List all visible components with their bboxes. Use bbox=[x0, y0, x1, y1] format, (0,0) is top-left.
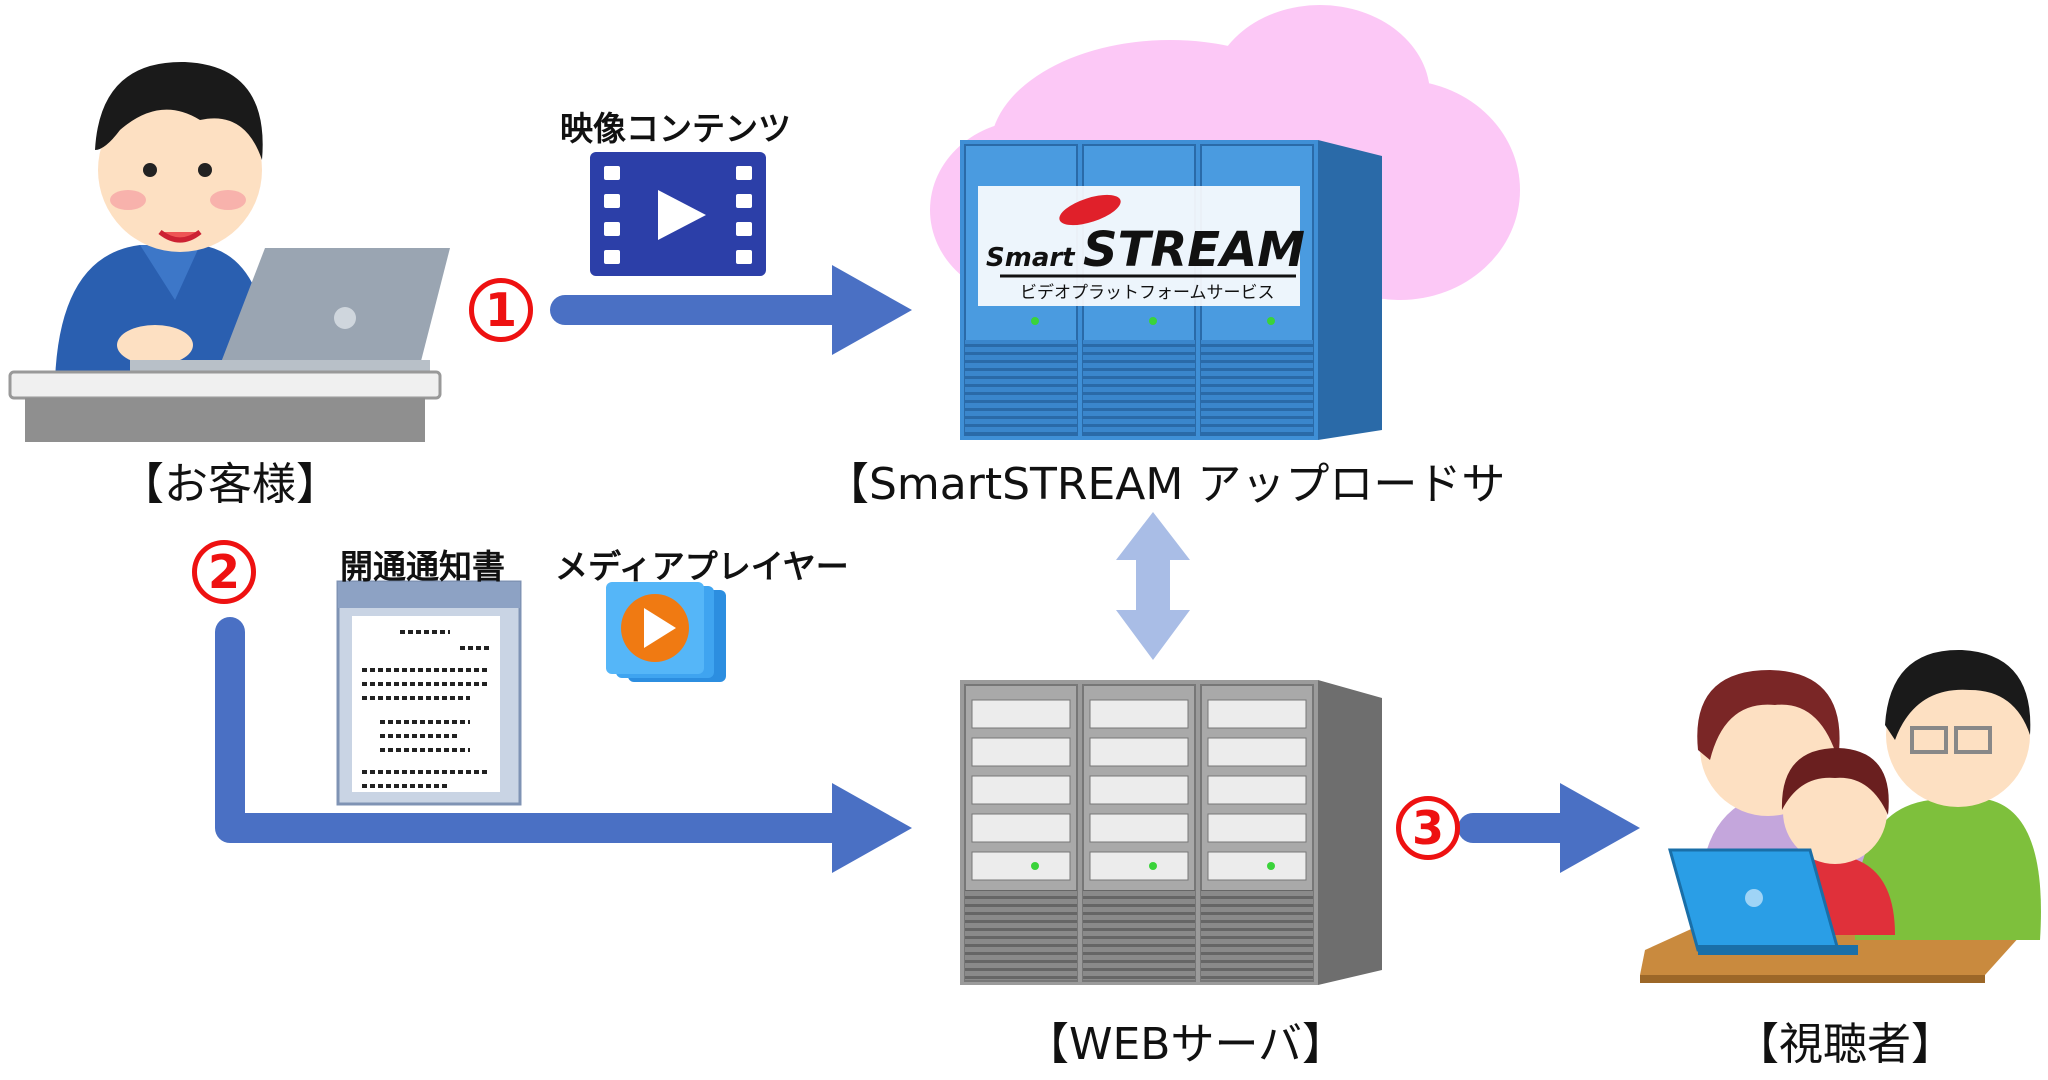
media-player-caption: メディアプレイヤー bbox=[555, 547, 849, 586]
viewers-family-icon bbox=[1640, 649, 2041, 983]
logo-smart-text: Smart bbox=[986, 243, 1076, 273]
web-server-caption: 【WEBサーバ】 bbox=[1025, 1019, 1325, 1068]
step2-arrow bbox=[215, 617, 912, 873]
document-icon bbox=[336, 580, 522, 806]
logo-stream-text: STREAM bbox=[1083, 222, 1305, 278]
step3-arrow bbox=[1458, 783, 1640, 873]
step-1-number: 1 bbox=[484, 283, 517, 337]
upload-server-caption: 【SmartSTREAM アップロードサーバ】 bbox=[825, 459, 1505, 508]
step-3-badge: 3 bbox=[1396, 796, 1460, 860]
bidirectional-arrow bbox=[1116, 512, 1190, 660]
step-3-number: 3 bbox=[1411, 801, 1444, 855]
upload-server-icon: Smart STREAM ビデオプラットフォームサービス bbox=[960, 140, 1382, 440]
video-content-caption: 映像コンテンツ bbox=[560, 109, 791, 148]
viewers-caption: 【視聴者】 bbox=[1735, 1019, 1955, 1068]
step1-arrow bbox=[550, 265, 912, 355]
customer-caption: 【お客様】 bbox=[120, 459, 340, 508]
step-2-number: 2 bbox=[207, 545, 240, 599]
video-file-icon bbox=[590, 152, 766, 276]
notice-doc-caption: 開通通知書 bbox=[340, 547, 505, 586]
step-2-badge: 2 bbox=[192, 540, 256, 604]
web-server-icon bbox=[960, 680, 1382, 985]
customer-person-icon bbox=[8, 61, 450, 442]
logo-tagline-text: ビデオプラットフォームサービス bbox=[1020, 282, 1275, 303]
step-1-badge: 1 bbox=[469, 278, 533, 342]
media-player-icon bbox=[606, 582, 726, 682]
